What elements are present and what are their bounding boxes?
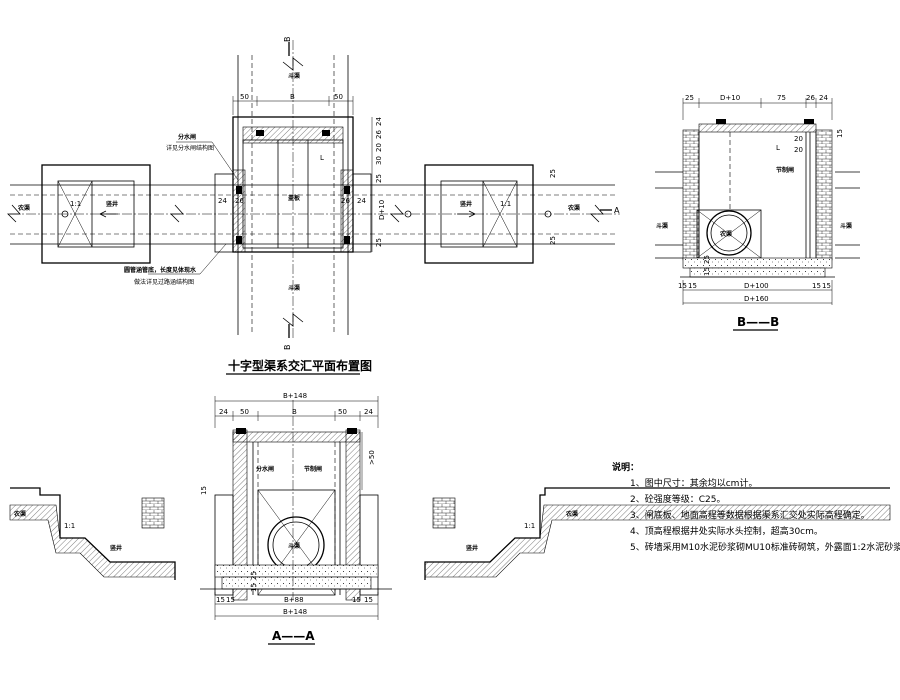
plan-dim-gate-left-1: 24 (218, 197, 227, 205)
bb-dim-top-3: 75 (777, 94, 786, 102)
aa-label-canal-left: 农渠 (13, 510, 26, 518)
plan-label-canal-left: 农渠 (17, 204, 30, 212)
bb-label-gate: 节制闸 (776, 166, 794, 174)
plan-callout-gate: 分水闸 (178, 133, 196, 141)
aa-dim-bottom-3: B+88 (284, 596, 304, 604)
notes-item-3: 3、闸底板、地面高程等数据根据渠系汇交处实际高程确定。 (630, 509, 870, 521)
plan-label-well-right: 竖井 (460, 200, 472, 208)
plan-label-center: 盖板 (288, 194, 301, 202)
aa-dim-left-2: 25 (250, 571, 258, 580)
bb-dim-left-1: 25 (703, 255, 711, 264)
plan-label-slope-left: 1:1 (70, 200, 81, 208)
plan-section-mark-b-top: B (283, 37, 292, 43)
aa-dim-top-total: B+148 (283, 392, 307, 400)
notes-item-4: 4、顶高程根据井处实际水头控制，超高30cm。 (630, 525, 823, 537)
aa-dim-top-4: 50 (338, 408, 347, 416)
bb-dim-right-1: 15 (836, 129, 844, 138)
aa-dim-top-1: 24 (219, 408, 228, 416)
aa-label-slope-left: 1:1 (64, 522, 75, 530)
plan-view: A B B 50 B 50 24 26 20 30 25 D+10 25 24 … (7, 37, 620, 375)
aa-label-gate-right: 节制闸 (304, 465, 322, 473)
bb-dim-right-3: 20 (794, 146, 803, 154)
aa-label-gate-left: 分水闸 (256, 465, 274, 473)
plan-dim-right-7: 25 (375, 238, 383, 247)
notes-item-2: 2、砼强度等级：C25。 (630, 493, 725, 505)
notes-item-1: 1、图中尺寸：其余均以cm计。 (630, 477, 757, 489)
bb-dim-bottom-5: 15 (822, 282, 831, 290)
aa-label-slope-right: 1:1 (524, 522, 535, 530)
plan-label-canal-bottom: 斗渠 (288, 284, 300, 292)
aa-dim-bottom-total: B+148 (283, 608, 307, 616)
plan-label-gate-mark: L (320, 154, 324, 162)
aa-dim-bottom-4: 15 (352, 596, 361, 604)
aa-dim-top-5: 24 (364, 408, 373, 416)
plan-dim-right-1: 24 (375, 117, 383, 126)
aa-title: A——A (272, 629, 315, 643)
plan-dim-gate-right-1: 26 (341, 197, 350, 205)
aa-label-well-right: 竖井 (466, 544, 478, 552)
aa-label-canal-right: 农渠 (565, 510, 578, 518)
plan-label-well-left: 竖井 (106, 200, 118, 208)
plan-dim-right-3: 20 (375, 143, 383, 152)
bb-dim-top-4: 26 (806, 94, 815, 102)
bb-title: B——B (737, 315, 779, 329)
notes-heading: 说明： (612, 461, 639, 473)
plan-dim-right-5: 25 (375, 174, 383, 183)
bb-dim-top-5: 24 (819, 94, 828, 102)
plan-section-mark-a: A (614, 206, 620, 215)
bb-label-canal-right: 斗渠 (840, 222, 852, 230)
plan-label-canal-right: 农渠 (567, 204, 580, 212)
bb-dim-top-1: 25 (685, 94, 694, 102)
aa-label-pipe: 斗渠 (288, 542, 300, 550)
aa-dim-right-vertical: >50 (368, 450, 376, 465)
bb-dim-bottom-3: D+100 (744, 282, 769, 290)
aa-dim-top-3: B (292, 408, 297, 416)
bb-dim-top-2: D+10 (720, 94, 740, 102)
notes-item-5: 5、砖墙采用M10水泥砂浆砌MU10标准砖砌筑，外露面1:2水泥砂浆抹面2cm。 (630, 541, 900, 553)
plan-label-canal-top: 斗渠 (288, 72, 300, 80)
plan-dim-right-6: D+10 (378, 200, 386, 220)
bb-dim-right-2: 20 (794, 135, 803, 143)
bb-dim-left-2: 15 (703, 267, 711, 276)
plan-dim-top-mid: B (290, 93, 295, 101)
plan-dim-top-right: 50 (334, 93, 343, 101)
plan-callout-pipe-sub: 做法详见过路涵结构图 (134, 278, 194, 286)
section-bb-view: 25 D+10 75 26 24 15 20 20 L 25 15 15 15 … (655, 94, 860, 331)
plan-dim-side-2: 25 (549, 236, 557, 245)
aa-dim-top-2: 50 (240, 408, 249, 416)
aa-dim-bottom-5: 15 (364, 596, 373, 604)
aa-label-well-left: 竖井 (110, 544, 122, 552)
aa-dim-left-3: 15 (250, 583, 258, 592)
bb-label-pipe: 农渠 (719, 230, 732, 238)
section-aa-view: B+148 24 50 B 50 24 >50 15 25 15 15 15 B… (9, 392, 891, 645)
plan-section-mark-b-bottom: B (283, 345, 292, 351)
bb-dim-bottom-1: 15 (678, 282, 687, 290)
bb-dim-bottom-4: 15 (812, 282, 821, 290)
plan-title: 十字型渠系交汇平面布置图 (228, 358, 372, 373)
bb-dim-bottom-total: D+160 (744, 295, 769, 303)
bb-label-gate-mark: L (776, 144, 780, 152)
plan-label-slope-right: 1:1 (500, 200, 511, 208)
plan-dim-top-left: 50 (240, 93, 249, 101)
aa-dim-bottom-1: 15 (216, 596, 225, 604)
aa-dim-left-1: 15 (200, 486, 208, 495)
notes-block: 说明： 1、图中尺寸：其余均以cm计。 2、砼强度等级：C25。 3、闸底板、地… (612, 461, 900, 553)
aa-dim-bottom-2: 15 (226, 596, 235, 604)
bb-dim-bottom-2: 15 (688, 282, 697, 290)
plan-dim-right-4: 30 (375, 156, 383, 165)
plan-callout-gate-sub: 详见分水闸结构图 (166, 144, 214, 152)
plan-dim-side-1: 25 (549, 169, 557, 178)
plan-dim-gate-left-2: 26 (235, 197, 244, 205)
plan-callout-pipe: 圆管涵管底，长度见体现水 (124, 266, 197, 274)
bb-label-canal-left: 斗渠 (656, 222, 668, 230)
plan-dim-right-2: 26 (375, 130, 383, 139)
plan-dim-gate-right-2: 24 (357, 197, 366, 205)
